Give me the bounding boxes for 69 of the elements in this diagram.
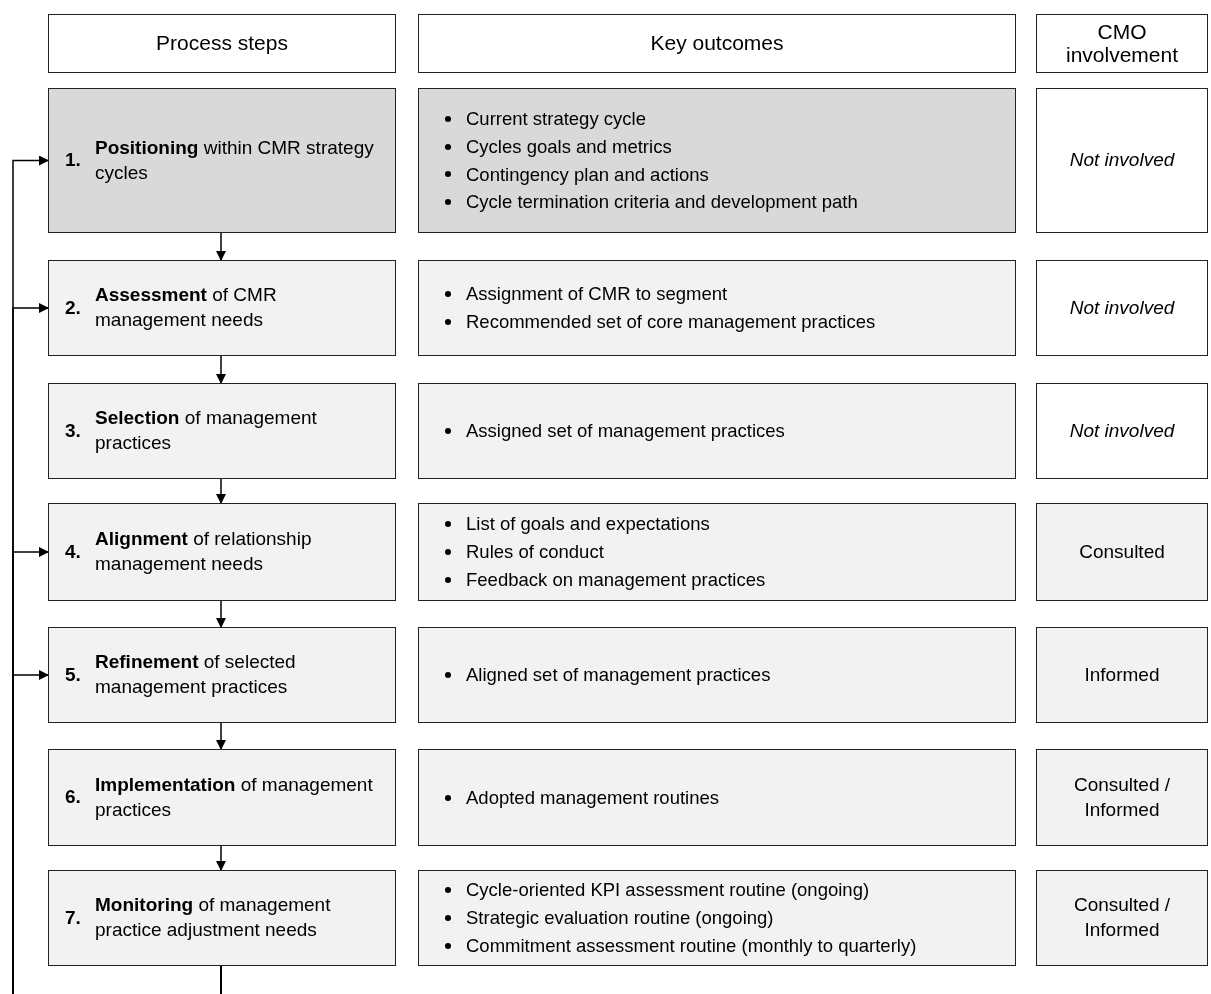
involvement-text: Consulted [1079, 539, 1165, 564]
outcome-box [418, 503, 1016, 601]
step-number: 7. [65, 905, 82, 930]
step-text: Refinement of selected management practices [95, 650, 297, 699]
step-text: Selection of management practices [95, 406, 318, 455]
step-text: Alignment of relationship management needs [95, 527, 313, 576]
arrow [216, 478, 226, 504]
process-step-box [48, 383, 396, 479]
involvement-box [1036, 870, 1208, 966]
header-text: Process steps [156, 32, 288, 55]
involvement-text: Consulted / Informed [1072, 772, 1172, 822]
outcome-text: Assigned set of management practices [466, 419, 785, 444]
header-text: Key outcomes [650, 32, 784, 55]
column-header [1036, 14, 1208, 73]
step-number: 6. [65, 785, 82, 810]
involvement-box [1036, 749, 1208, 846]
outcome-box [418, 870, 1016, 966]
outcome-box [418, 88, 1016, 233]
outcome-text: Adopted management routines [466, 785, 719, 810]
process-step-box [48, 627, 396, 723]
arrow [216, 845, 226, 871]
involvement-box [1036, 88, 1208, 233]
outcome-box [418, 749, 1016, 846]
outcome-text: Commitment assessment routine (monthly to quarterly) [466, 933, 917, 958]
step-number: 5. [65, 662, 82, 687]
outcome-text: Recommended set of core management practices [466, 310, 876, 334]
involvement-text: Consulted / Informed [1072, 893, 1172, 942]
outcome-box [418, 260, 1016, 356]
outcome-text: Cycle-oriented KPI assessment routine (ongoing) [466, 878, 870, 903]
involvement-text: Informed [1084, 662, 1160, 687]
involvement-box [1036, 627, 1208, 723]
outcome-text: Feedback on management practices [466, 567, 766, 592]
outcome-text: List of goals and expectations [466, 512, 710, 537]
step-number: 2. [65, 295, 82, 320]
step-number: 4. [65, 539, 82, 564]
header-text: CMO involvement [1064, 21, 1180, 66]
process-step-box [48, 503, 396, 601]
step-text: Positioning within CMR strategy cycles [95, 135, 375, 185]
involvement-box [1036, 383, 1208, 479]
outcome-text: Cycle termination criteria and development path [466, 190, 858, 215]
step-number: 3. [65, 418, 82, 443]
arrow [216, 232, 226, 261]
step-text: Implementation of management practices [95, 772, 374, 822]
process-step-box [48, 749, 396, 846]
outcome-box [418, 627, 1016, 723]
outcome-text: Current strategy cycle [466, 107, 646, 131]
outcome-text: Assignment of CMR to segment [466, 282, 728, 307]
involvement-text: Not involved [1069, 418, 1175, 443]
process-step-box [48, 88, 396, 233]
step-text: Assessment of CMR management needs [95, 283, 278, 332]
outcome-text: Contingency plan and actions [466, 162, 709, 187]
arrow [216, 600, 226, 628]
involvement-box [1036, 260, 1208, 356]
column-header [418, 14, 1016, 73]
arrow [216, 722, 226, 750]
outcome-box [418, 383, 1016, 479]
involvement-box [1036, 503, 1208, 601]
process-step-box [48, 870, 396, 966]
outcome-text: Rules of conduct [466, 540, 604, 565]
process-step-box [48, 260, 396, 356]
outcome-text: Aligned set of management practices [466, 663, 771, 688]
step-number: 1. [65, 148, 82, 173]
step-text: Monitoring of management practice adjustment needs [95, 893, 332, 942]
outcome-text: Cycles goals and metrics [466, 134, 672, 159]
involvement-text: Not involved [1069, 295, 1175, 320]
involvement-text: Not involved [1069, 148, 1175, 173]
arrow [216, 355, 226, 384]
column-header [48, 14, 396, 73]
outcome-text: Strategic evaluation routine (ongoing) [466, 906, 774, 931]
